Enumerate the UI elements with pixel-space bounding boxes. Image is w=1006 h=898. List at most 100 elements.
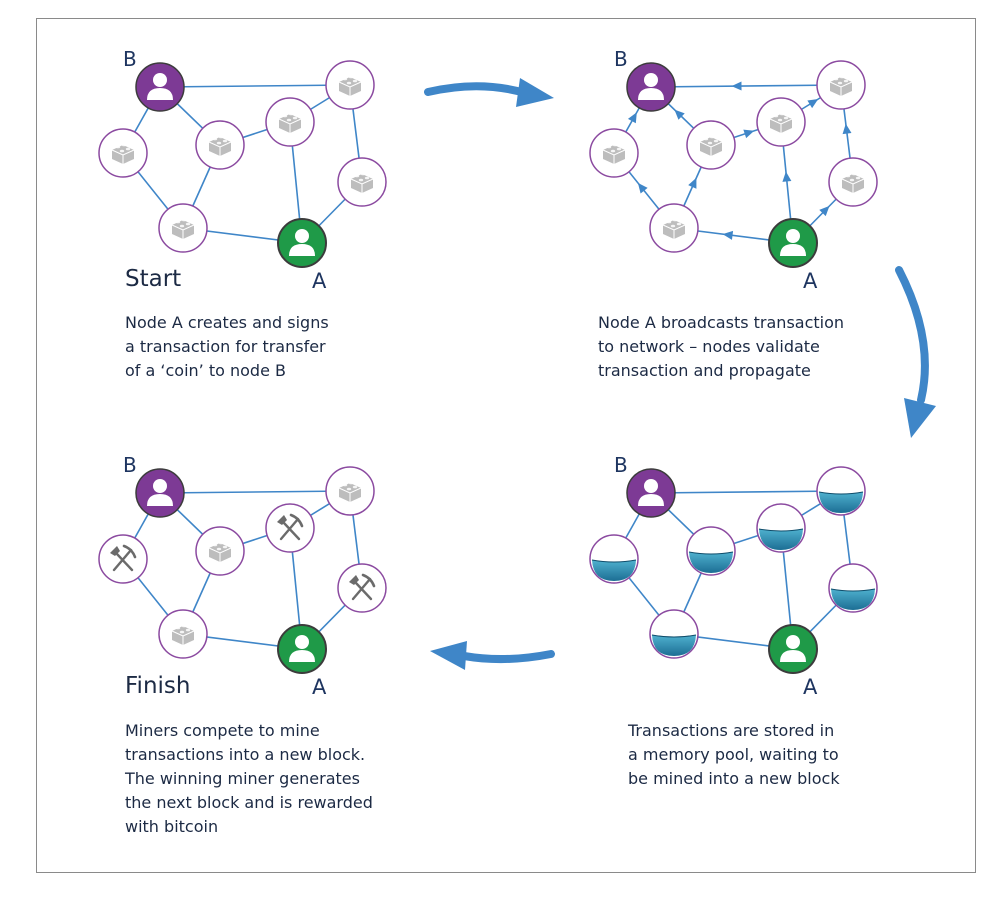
node-b-label: B	[614, 453, 628, 477]
pickaxe-shovel-icon	[110, 544, 137, 572]
person-icon	[638, 73, 664, 100]
network-node	[158, 609, 208, 659]
person-icon	[780, 229, 806, 256]
network-node	[98, 534, 148, 584]
block-icon	[171, 218, 195, 239]
pool-bowl-icon	[651, 634, 697, 656]
node-a	[277, 624, 327, 674]
block-icon	[208, 541, 232, 562]
network-edge	[159, 490, 351, 494]
curved-arrow-icon	[430, 641, 555, 670]
block-icon	[208, 135, 232, 156]
node-a-label: A	[312, 269, 327, 293]
node-b	[135, 62, 185, 112]
pool-bowl-icon	[758, 528, 804, 550]
panel-caption-broadcast: Node A broadcasts transaction to network…	[598, 313, 845, 380]
pickaxe-shovel-icon	[349, 573, 376, 601]
network-node	[686, 120, 736, 170]
node-a-label: A	[312, 675, 327, 699]
network-node	[337, 563, 387, 613]
panel-caption-start: Node A creates and signs a transaction f…	[125, 313, 329, 380]
network-edge	[650, 84, 842, 88]
network-panel-finish: BA	[98, 453, 387, 699]
person-icon	[147, 73, 173, 100]
node-a	[277, 218, 327, 268]
network-node	[756, 97, 806, 147]
pool-bowl-icon	[688, 551, 734, 573]
network-node	[828, 563, 878, 613]
network-node	[337, 157, 387, 207]
node-a	[768, 624, 818, 674]
propagation-arrow	[637, 182, 648, 194]
network-node	[756, 503, 806, 553]
block-icon	[602, 143, 626, 164]
pickaxe-shovel-icon	[277, 513, 304, 541]
curved-arrow-icon	[424, 78, 554, 107]
panel-heading-finish: Finish	[125, 673, 191, 699]
person-icon	[147, 479, 173, 506]
network-node	[195, 526, 245, 576]
node-b-label: B	[123, 453, 137, 477]
block-icon	[350, 172, 374, 193]
network-node	[325, 60, 375, 110]
network-node	[816, 60, 866, 110]
node-a-label: A	[803, 269, 818, 293]
propagation-arrow	[627, 112, 637, 124]
panel-heading-start: Start	[125, 266, 182, 292]
network-panel-start: BA	[98, 47, 387, 293]
network-node	[265, 97, 315, 147]
propagation-arrow	[688, 177, 697, 189]
block-icon	[841, 172, 865, 193]
block-icon	[769, 112, 793, 133]
flow-arrows	[424, 78, 936, 670]
block-icon	[278, 112, 302, 133]
pool-bowl-icon	[591, 559, 637, 581]
curved-arrow-icon	[895, 266, 936, 438]
panel-caption-memory-pool: Transactions are stored in a memory pool…	[628, 721, 840, 788]
node-b	[626, 468, 676, 518]
propagation-arrow	[743, 129, 755, 139]
propagation-arrow	[722, 230, 734, 240]
propagation-arrow	[819, 205, 830, 217]
network-node	[589, 128, 639, 178]
person-icon	[780, 635, 806, 662]
network-node	[98, 128, 148, 178]
network-panel-pool: BA	[589, 453, 878, 699]
node-b-label: B	[614, 47, 628, 71]
person-icon	[289, 635, 315, 662]
node-b-label: B	[123, 47, 137, 71]
node-a	[768, 218, 818, 268]
propagation-arrow	[782, 171, 792, 182]
pool-bowl-icon	[830, 588, 876, 610]
network-node	[265, 503, 315, 553]
network-panel-broadcast: BA	[589, 47, 878, 293]
block-icon	[699, 135, 723, 156]
panel-caption-finish: Miners compete to mine transactions into…	[125, 721, 373, 836]
block-icon	[662, 218, 686, 239]
propagation-arrow	[674, 109, 685, 120]
network-node	[195, 120, 245, 170]
propagation-arrow	[807, 99, 819, 109]
network-node	[828, 157, 878, 207]
person-icon	[638, 479, 664, 506]
node-b	[626, 62, 676, 112]
block-icon	[338, 481, 362, 502]
network-node	[686, 526, 736, 576]
propagation-arrow	[731, 81, 742, 91]
network-node	[649, 609, 699, 659]
network-edge	[650, 490, 842, 494]
pool-bowl-icon	[818, 491, 864, 513]
block-icon	[171, 624, 195, 645]
block-icon	[338, 75, 362, 96]
diagram-frame	[36, 18, 976, 873]
node-a-label: A	[803, 675, 818, 699]
network-node	[816, 466, 866, 516]
node-b	[135, 468, 185, 518]
network-node	[325, 466, 375, 516]
network-node	[589, 534, 639, 584]
block-icon	[111, 143, 135, 164]
block-icon	[829, 75, 853, 96]
network-node	[158, 203, 208, 253]
person-icon	[289, 229, 315, 256]
